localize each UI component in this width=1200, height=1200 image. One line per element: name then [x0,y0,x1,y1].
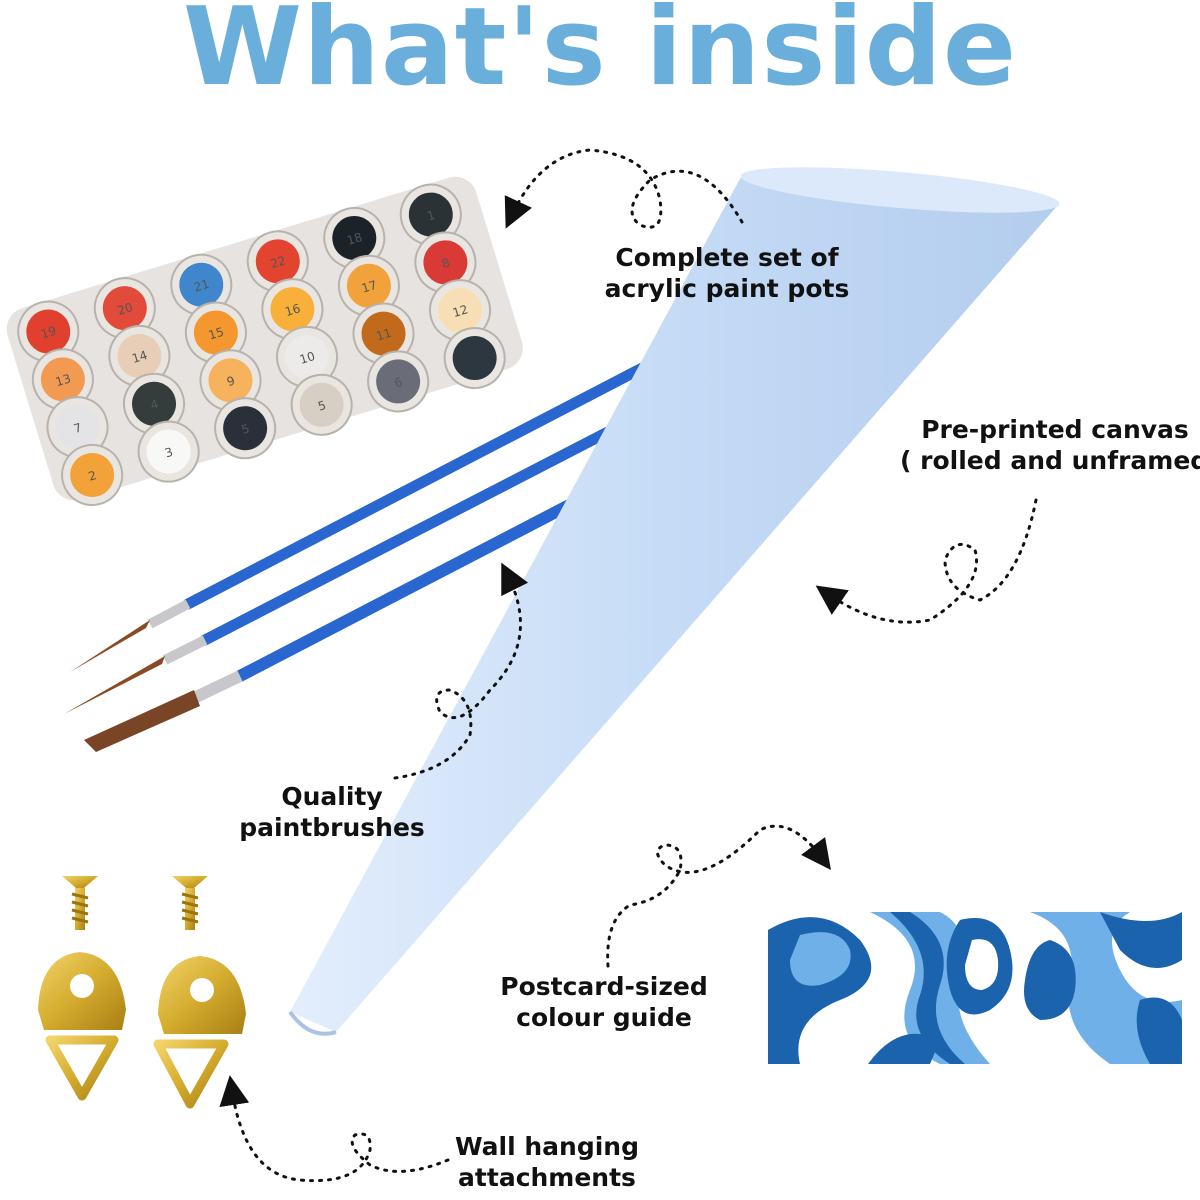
arrow-to-brushes [393,562,529,780]
paint-pot: 10 [276,325,339,388]
paint-pot-number: 17 [360,278,379,296]
label-wall-hanging: Wall hanging attachments [440,1131,654,1193]
label-canvas-line-1: Pre-printed canvas [921,415,1189,444]
paint-pot-number: 1 [425,208,436,224]
arrow-to-hardware [219,1075,450,1183]
paint-pot-number: 4 [149,397,160,413]
paint-pot-number: 5 [316,398,327,414]
paint-pot: 12 [429,279,492,342]
label-canvas: Pre-printed canvas ( rolled and unframed… [900,414,1200,476]
rolled-canvas [288,167,1060,1036]
paint-pot: 2 [61,443,124,506]
paint-pot: 11 [352,302,415,365]
paint-pot: 20 [93,277,156,340]
paint-pot [443,327,506,390]
paint-pot-number: 20 [116,300,135,318]
paint-pot-number: 5 [240,421,251,437]
paint-pot-number: 13 [54,371,73,389]
label-paint-pots-line-1: Complete set of [615,243,839,272]
paint-pot: 3 [137,420,200,483]
paint-pot-number: 22 [269,253,288,271]
paint-pot-number: 15 [207,325,226,343]
page-title: What's inside [182,0,1018,110]
arrow-to-paint-pots [504,148,744,229]
paint-pot-set: 19 20 21 22 18 1 13 14 15 16 17 8 7 4 9 10 11 12 2 3 5 5 6 [6,176,523,506]
brush-1 [70,332,706,672]
colour-guide-card [768,912,1182,1064]
paint-pot: 17 [337,254,400,317]
label-wall-hanging-line-1: Wall hanging [454,1132,640,1161]
paint-pot: 19 [17,300,80,363]
label-brushes-line-1: Quality [281,782,383,811]
paint-pot: 5 [290,373,353,436]
paint-pot-number: 2 [87,468,98,484]
paint-pot: 4 [123,372,186,435]
paint-pot: 15 [184,301,247,364]
paint-pot: 13 [31,348,94,411]
arrow-to-canvas [815,498,1038,624]
paint-pot: 7 [46,396,109,459]
label-paint-pots-line-2: acrylic paint pots [604,274,850,303]
label-brushes-line-2: paintbrushes [239,813,425,842]
label-paint-pots: Complete set of acrylic paint pots [602,242,852,304]
label-colour-guide-line-1: Postcard-sized [500,972,708,1001]
wall-hanging-hardware [38,876,246,1109]
paint-pot: 9 [199,349,262,412]
hanger-2 [153,956,246,1109]
paint-pot-number: 9 [225,374,236,390]
label-wall-hanging-line-2: attachments [458,1163,636,1192]
screw-2 [172,876,208,930]
paint-pot: 1 [399,183,462,246]
paint-pot-number: 6 [393,375,404,391]
paint-pot: 22 [246,230,309,293]
hanger-1 [38,952,126,1101]
paint-pot: 21 [170,253,233,316]
paint-pot-number: 11 [374,326,393,344]
paint-pot-number: 10 [298,349,317,367]
label-brushes: Quality paintbrushes [222,781,442,843]
paint-pot-number: 19 [39,324,58,342]
paint-pot: 18 [323,206,386,269]
dotted-arrows [219,148,1038,1183]
paint-pot-number: 16 [283,301,302,319]
paint-pot: 8 [414,231,477,294]
paint-pot: 5 [214,397,277,460]
paint-pot-number: 7 [72,420,83,436]
paint-pot-number: 14 [130,348,149,366]
label-canvas-line-2: ( rolled and unframed ) [900,446,1200,475]
paint-pot: 14 [108,324,171,387]
screw-1 [62,876,98,930]
paint-pot-number: 8 [440,256,451,272]
paint-pot-number: 21 [192,277,211,295]
paint-pot: 6 [367,350,430,413]
paint-pot-number: 3 [163,445,174,461]
label-colour-guide-line-2: colour guide [516,1003,692,1032]
paint-pot: 16 [261,278,324,341]
paint-pot-number: 12 [451,302,470,320]
paint-pot-number: 18 [345,230,364,248]
label-colour-guide: Postcard-sized colour guide [490,971,718,1033]
